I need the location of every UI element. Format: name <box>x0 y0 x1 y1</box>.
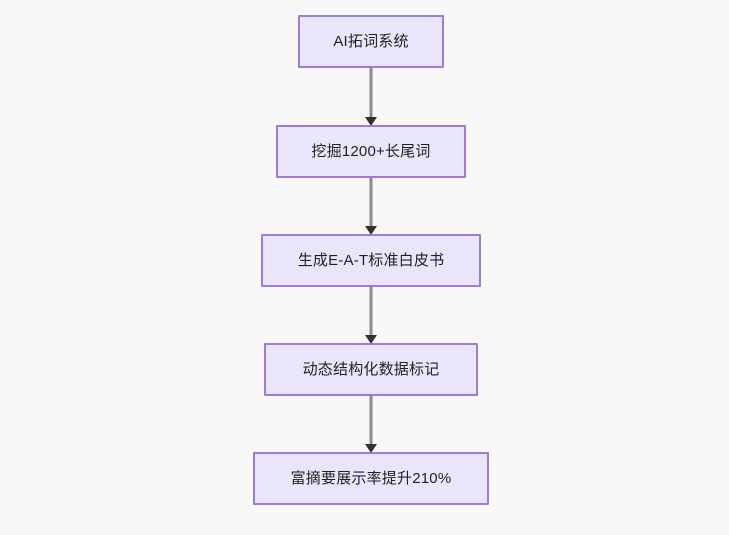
edge-n1-n2 <box>365 68 377 126</box>
node-label: 生成E-A-T标准白皮书 <box>297 252 445 269</box>
node-label: AI拓词系统 <box>333 33 409 50</box>
node-label: 挖掘1200+长尾词 <box>311 143 431 160</box>
edge-n2-n3 <box>365 178 377 235</box>
flowchart-node-rich-snippet-rate-increase[interactable]: 富摘要展示率提升210% <box>253 452 489 505</box>
node-label: 富摘要展示率提升210% <box>290 470 452 487</box>
flowchart-node-dynamic-structured-data-markup[interactable]: 动态结构化数据标记 <box>264 343 478 396</box>
edge-n3-n4 <box>365 287 377 344</box>
flowchart-node-ai-keyword-system[interactable]: AI拓词系统 <box>298 15 444 68</box>
flowchart-node-generate-eat-whitepaper[interactable]: 生成E-A-T标准白皮书 <box>261 234 481 287</box>
edge-n4-n5 <box>365 396 377 453</box>
node-label: 动态结构化数据标记 <box>302 361 440 378</box>
flowchart-node-mine-longtail-keywords[interactable]: 挖掘1200+长尾词 <box>276 125 466 178</box>
